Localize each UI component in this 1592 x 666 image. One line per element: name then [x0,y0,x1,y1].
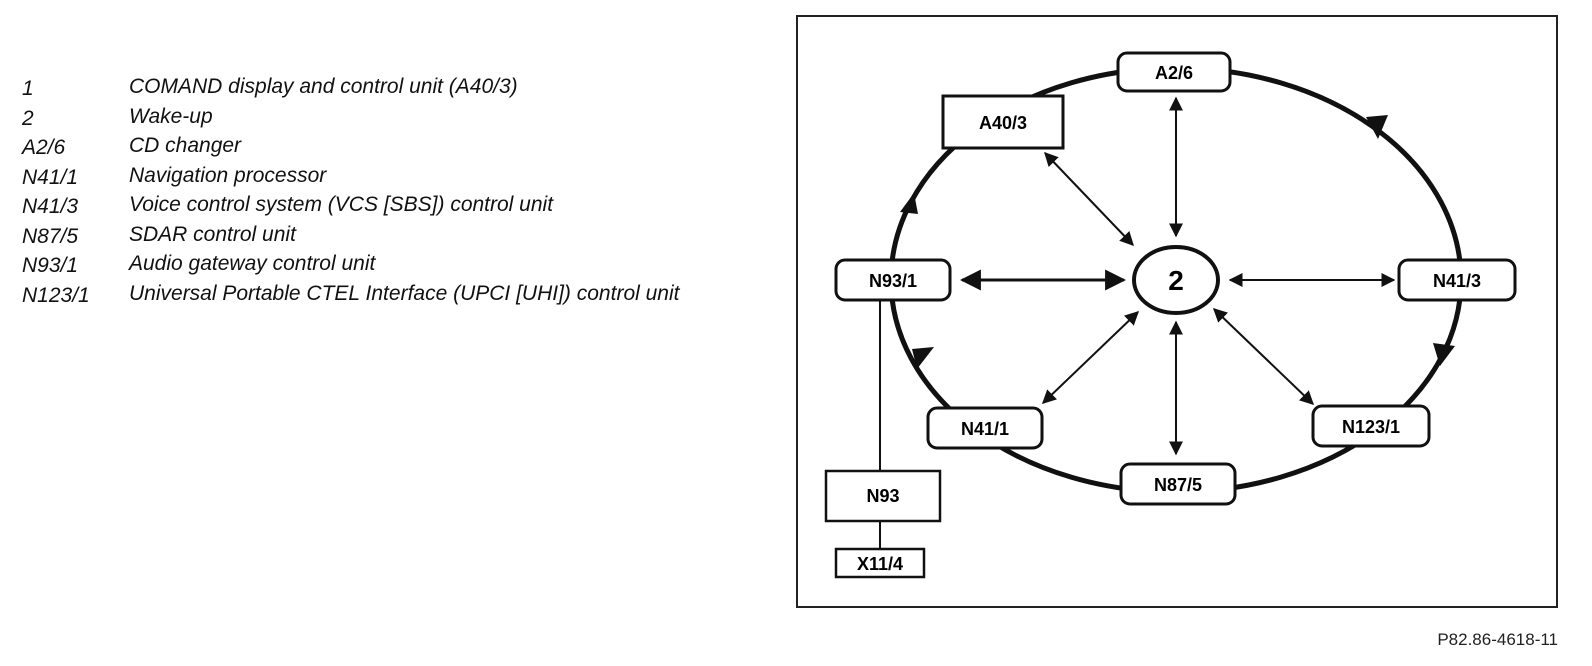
node-n93-label: N93 [866,486,899,506]
connection-arrow [1044,151,1134,247]
node-x11-4-label: X11/4 [857,554,903,574]
legend-row: N87/5 SDAR control unit [22,222,742,252]
legend-row: N41/3 Voice control system (VCS [SBS]) c… [22,192,742,222]
connection-arrow [1212,308,1315,405]
legend-description: CD changer [129,134,242,157]
legend-key: N93/1 [22,254,79,277]
legend-row: A2/6 CD changer [22,133,742,163]
legend-key: N41/3 [22,195,79,218]
legend-row: 2 Wake-up [22,104,742,134]
ring-direction-arrow [1366,115,1388,139]
legend-description: Voice control system (VCS [SBS]) control… [129,193,554,216]
legend-description: Universal Portable CTEL Interface (UPCI … [129,281,680,305]
node-n123-1 [1311,404,1431,448]
ring-direction-arrow [1433,343,1455,366]
connection-arrow [1041,311,1140,404]
legend: 1 COMAND display and control unit (A40/3… [22,74,742,310]
node-a40-3 [941,94,1065,150]
node-n41-1-label: N41/1 [961,419,1009,439]
node-a2-6-label: A2/6 [1155,63,1193,83]
node-n93 [824,469,942,523]
legend-description: COMAND display and control unit (A40/3) [129,75,518,98]
legend-key: 1 [22,77,34,100]
legend-row: N93/1 Audio gateway control unit [22,251,742,281]
legend-row: N123/1 Universal Portable CTEL Interface… [22,281,742,311]
legend-key: A2/6 [22,136,66,159]
figure-reference: P82.86-4618-11 [1437,630,1558,649]
wakeup-node [1132,245,1220,315]
node-n41-3 [1397,258,1517,302]
legend-key: N87/5 [22,224,79,248]
legend-key: 2 [22,106,34,130]
node-n87-5-label: N87/5 [1154,475,1202,495]
node-n123-1-label: N123/1 [1342,417,1400,437]
legend-key: N123/1 [22,283,90,307]
legend-description: Navigation processor [129,163,327,187]
node-a2-6 [1116,51,1232,93]
node-n93-1 [834,258,952,302]
legend-description: Audio gateway control unit [129,252,376,275]
legend-row: N41/1 Navigation processor [22,163,742,193]
node-x11-4 [834,547,926,579]
legend-key: N41/1 [22,165,79,189]
node-n41-3-label: N41/3 [1433,271,1481,291]
legend-description: SDAR control unit [129,222,296,246]
wakeup-label: 2 [1168,265,1184,296]
legend-description: Wake-up [129,104,213,128]
legend-row: 1 COMAND display and control unit (A40/3… [22,74,742,104]
ring-direction-arrow [912,347,934,369]
node-n87-5 [1119,462,1237,506]
node-a40-3-label: A40/3 [979,113,1027,133]
diagram-frame [796,15,1558,608]
node-n41-1 [926,406,1044,450]
node-n93-1-label: N93/1 [869,271,917,291]
ring-direction-arrow [900,193,918,214]
